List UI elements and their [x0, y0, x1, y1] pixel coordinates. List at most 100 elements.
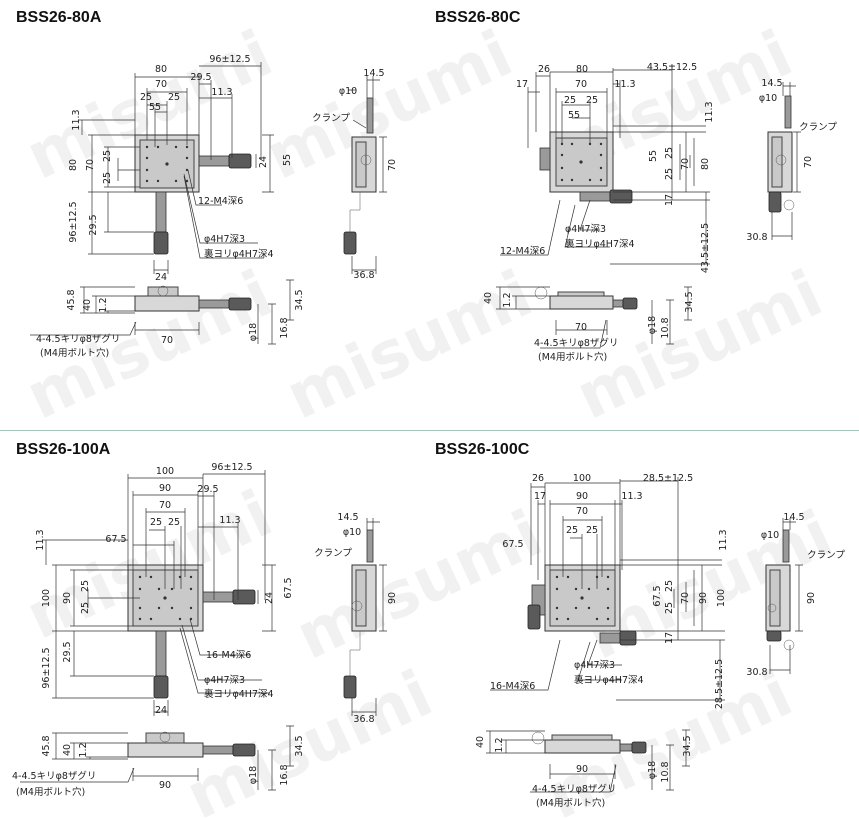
watermark-text: misumi — [275, 257, 543, 434]
drawing-line — [170, 606, 174, 610]
drawing-line — [619, 630, 637, 646]
drawing-line — [355, 141, 367, 188]
drawing-line — [651, 729, 690, 791]
drawing-line — [613, 66, 673, 200]
drawing-line — [588, 178, 592, 182]
drawing-line — [560, 166, 564, 170]
dim-label: 29.5 — [197, 484, 218, 495]
callout-label: クランプ — [807, 550, 845, 561]
drawing-line — [149, 575, 153, 579]
dim-label: 26 — [538, 64, 550, 75]
dim-label: 28.5±12.5 — [643, 473, 693, 484]
dim-label: 96±12.5 — [41, 647, 52, 688]
dim-label: 34.5 — [682, 735, 693, 756]
y-micrometer — [155, 191, 167, 233]
watermark-text: misumi — [15, 257, 283, 434]
dim-label: 100 — [156, 466, 174, 477]
note-label: (M4用ボルト穴) — [40, 347, 109, 359]
dim-label: 43.5±12.5 — [700, 223, 711, 273]
dim-label: 1.2 — [78, 742, 89, 757]
dim-label: φ18 — [248, 323, 259, 341]
drawing-line — [198, 470, 266, 600]
dim-label: 28.5±12.5 — [714, 659, 725, 709]
dim-label: 90 — [576, 491, 588, 502]
dim-label: 40 — [475, 736, 486, 748]
dim-label: φ18 — [647, 316, 658, 334]
drawing-line — [622, 297, 638, 310]
dim-label: 55 — [568, 110, 580, 121]
front-view-100c: 40 1.2 90 φ18 10.8 34.5 4-4.5キリφ8ザグリ (M4… — [475, 729, 693, 809]
tapped-holes — [145, 145, 189, 183]
dim-label: 80 — [68, 159, 79, 171]
drawing-line — [138, 575, 142, 579]
dim-label: 100 — [716, 589, 727, 607]
drawing-line — [490, 639, 622, 691]
note-label: 4-4.5キリφ8ザグリ — [36, 333, 120, 345]
drawing-line — [539, 147, 551, 171]
drawing-line — [527, 68, 621, 148]
dim-label: 96±12.5 — [209, 54, 250, 65]
drawing-line — [566, 575, 570, 579]
dim-label: 17 — [664, 632, 675, 644]
drawing-line — [189, 575, 193, 579]
drawing-line — [651, 286, 692, 345]
title-bss26-100a: BSS26-100A — [16, 441, 111, 458]
drawing-line — [580, 596, 584, 600]
dim-label: 10.8 — [660, 317, 671, 338]
top-view-80a: 80 96±12.5 70 29.5 25 25 11.3 55 11.3 80… — [68, 54, 293, 283]
dim-label: 11.3 — [35, 529, 46, 550]
callout-label: φ4H7深3 — [565, 224, 606, 235]
dim-label: 29.5 — [62, 641, 73, 662]
dim-label: 90 — [387, 592, 398, 604]
dim-label: 70 — [680, 158, 691, 170]
callout-label: 12-M4深6 — [198, 196, 243, 207]
drawing-line — [255, 134, 274, 193]
micrometer-knob — [228, 153, 252, 169]
dim-label: 67.5 — [105, 534, 126, 545]
drawing-line — [555, 587, 559, 591]
drawing-line — [189, 606, 193, 610]
dim-label: 25 — [586, 95, 598, 106]
dim-label: 40 — [82, 299, 93, 311]
drawing-line — [527, 604, 541, 630]
drawing-line — [30, 321, 137, 336]
dim-label: 34.5 — [294, 289, 305, 310]
callout-label: 裏ヨリφ4H7深4 — [565, 238, 635, 250]
dim-label: 11.3 — [704, 101, 715, 122]
drawing-line — [555, 575, 559, 579]
drawing-line — [88, 192, 154, 255]
dim-label: 25 — [564, 95, 576, 106]
drawing-line — [557, 291, 605, 297]
callout-label: 16-M4深6 — [206, 650, 251, 661]
dim-label: 25 — [664, 602, 675, 614]
drawing-line — [771, 136, 783, 188]
drawing-line — [783, 639, 795, 651]
dim-label: 11.3 — [219, 515, 240, 526]
title-bss26-80a: BSS26-80A — [16, 9, 102, 26]
dim-label: 1.2 — [98, 297, 109, 312]
drawing-line — [183, 169, 264, 259]
dim-label: 70 — [387, 159, 398, 171]
dim-label: 100 — [41, 589, 52, 607]
drawing-line — [769, 518, 803, 674]
dim-label: 11.3 — [718, 529, 729, 550]
drawing-line — [355, 569, 367, 627]
drawing-line — [202, 745, 234, 755]
note-label: 4-4.5キリφ8ザグリ — [12, 770, 96, 782]
panel-80c: 26 80 43.5±12.5 17 70 11.3 25 25 55 11.3… — [483, 62, 837, 363]
panel-80a: 80 96±12.5 70 29.5 25 25 11.3 55 11.3 80… — [30, 54, 398, 359]
callout-label: φ4H7深3 — [204, 234, 245, 245]
drawing-line — [156, 179, 160, 183]
drawing-line — [52, 732, 128, 760]
front-body — [134, 295, 200, 312]
dim-label: 30.8 — [746, 667, 767, 678]
dim-label: 14.5 — [783, 512, 804, 523]
dim-label: φ18 — [647, 761, 658, 779]
dim-label: 90 — [698, 592, 709, 604]
dim-label: 90 — [159, 780, 171, 791]
drawing-line — [348, 89, 367, 129]
drawing-line — [767, 603, 777, 613]
drawing-line — [570, 178, 574, 182]
drawing-line — [153, 675, 169, 699]
top-view-100a: 100 96±12.5 90 29.5 70 25 25 11.3 67.5 1… — [35, 462, 294, 716]
